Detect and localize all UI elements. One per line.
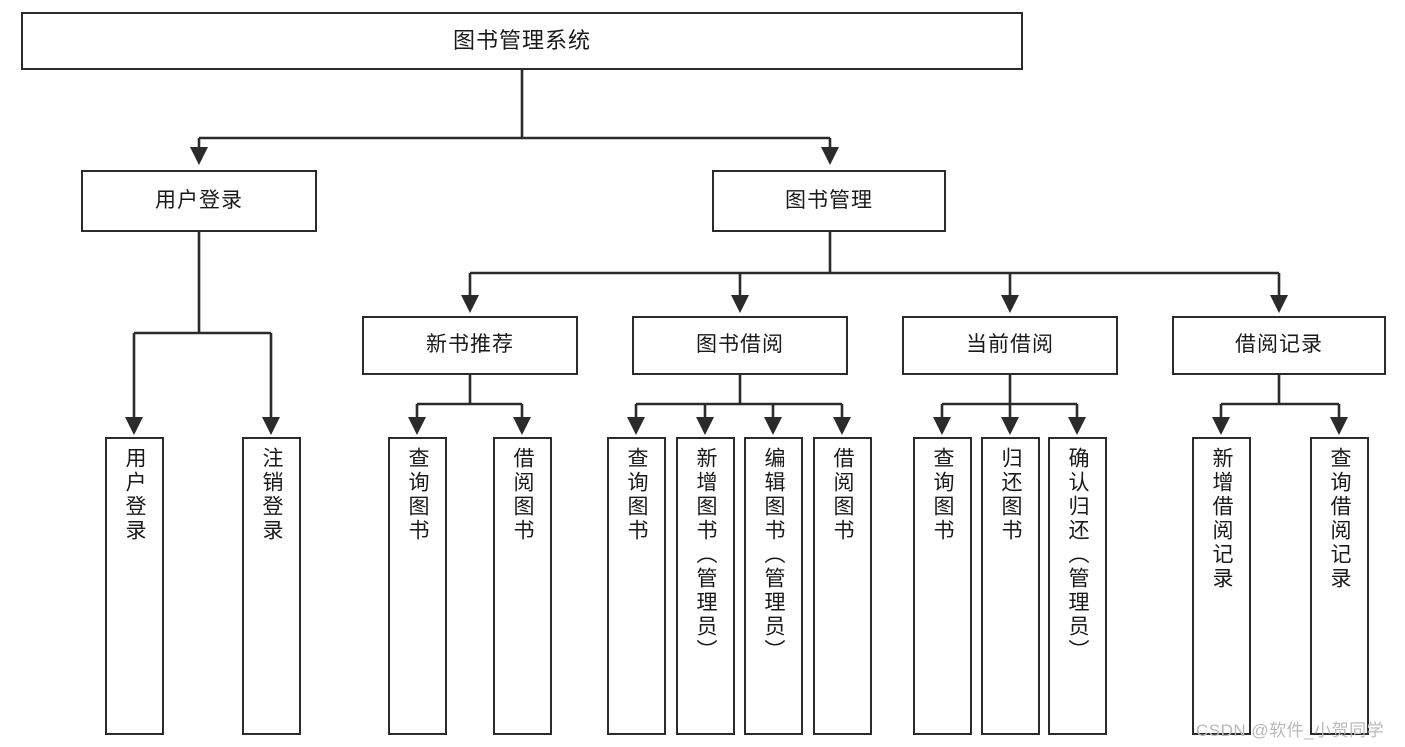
node-label: 借阅图书 bbox=[511, 447, 534, 543]
node-book-borrow[interactable]: 图书借阅 bbox=[632, 316, 848, 375]
node-book-management[interactable]: 图书管理 bbox=[712, 170, 946, 232]
node-label: 编辑图书（管理员） bbox=[762, 447, 785, 663]
leaf-recommend-borrow-book[interactable]: 借阅图书 bbox=[493, 437, 552, 735]
node-label: 查询借阅记录 bbox=[1328, 447, 1351, 591]
node-label: 图书管理系统 bbox=[452, 28, 591, 54]
node-label: 查询图书 bbox=[625, 447, 648, 543]
node-root-system[interactable]: 图书管理系统 bbox=[21, 12, 1023, 70]
leaf-user-login-login[interactable]: 用户登录 bbox=[105, 437, 164, 735]
node-label: 图书借阅 bbox=[696, 333, 784, 357]
leaf-record-query-record[interactable]: 查询借阅记录 bbox=[1310, 437, 1369, 735]
node-label: 图书管理 bbox=[785, 188, 873, 212]
node-borrow-record[interactable]: 借阅记录 bbox=[1172, 316, 1386, 375]
leaf-borrow-add-book-admin[interactable]: 新增图书（管理员） bbox=[676, 437, 735, 735]
node-label: 当前借阅 bbox=[966, 333, 1054, 357]
node-new-book-recommend[interactable]: 新书推荐 bbox=[362, 316, 578, 375]
leaf-borrow-query-book[interactable]: 查询图书 bbox=[607, 437, 666, 735]
node-user-login[interactable]: 用户登录 bbox=[81, 170, 317, 232]
leaf-recommend-query-book[interactable]: 查询图书 bbox=[388, 437, 447, 735]
node-label: 查询图书 bbox=[406, 447, 429, 543]
leaf-current-query-book[interactable]: 查询图书 bbox=[913, 437, 972, 735]
node-label: 新增借阅记录 bbox=[1210, 447, 1233, 591]
node-label: 用户登录 bbox=[155, 188, 243, 212]
node-label: 注销登录 bbox=[260, 447, 283, 543]
node-label: 借阅记录 bbox=[1235, 333, 1323, 357]
leaf-current-return-book[interactable]: 归还图书 bbox=[981, 437, 1040, 735]
node-label: 新增图书（管理员） bbox=[694, 447, 717, 663]
node-label: 确认归还（管理员） bbox=[1066, 447, 1089, 663]
leaf-current-confirm-return-admin[interactable]: 确认归还（管理员） bbox=[1048, 437, 1107, 735]
csdn-watermark: CSDN @软件_小贺同学 bbox=[1196, 721, 1385, 740]
node-label: 查询图书 bbox=[931, 447, 954, 543]
leaf-borrow-edit-book-admin[interactable]: 编辑图书（管理员） bbox=[744, 437, 803, 735]
node-label: 借阅图书 bbox=[831, 447, 854, 543]
leaf-user-login-logout[interactable]: 注销登录 bbox=[242, 437, 301, 735]
node-label: 用户登录 bbox=[123, 447, 146, 543]
node-current-borrow[interactable]: 当前借阅 bbox=[902, 316, 1118, 375]
node-label: 新书推荐 bbox=[426, 333, 514, 357]
leaf-record-add-record[interactable]: 新增借阅记录 bbox=[1192, 437, 1251, 735]
leaf-borrow-borrow-book[interactable]: 借阅图书 bbox=[813, 437, 872, 735]
node-label: 归还图书 bbox=[999, 447, 1022, 543]
